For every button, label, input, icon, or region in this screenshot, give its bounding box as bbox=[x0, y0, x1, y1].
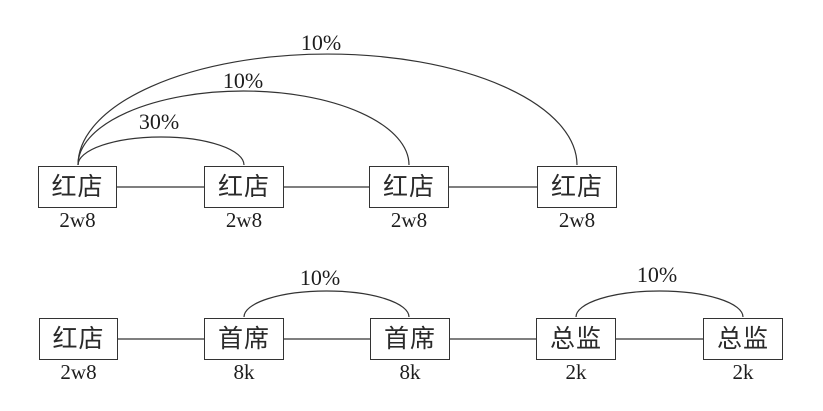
salary-label: 2w8 bbox=[59, 208, 96, 232]
salary-label: 2w8 bbox=[390, 208, 428, 232]
node-box-hongdian: 红店 bbox=[39, 318, 118, 360]
arc-percentage-label: 10% bbox=[299, 265, 341, 290]
salary-label: 8k bbox=[233, 360, 255, 384]
commission-arc-10pct bbox=[77, 90, 410, 166]
node-box-shouxi: 首席 bbox=[370, 318, 450, 360]
salary-label: 2w8 bbox=[60, 360, 97, 384]
commission-arc-10pct bbox=[243, 290, 410, 318]
node-box-hongdian: 红店 bbox=[537, 166, 617, 208]
salary-label: 2w8 bbox=[558, 208, 596, 232]
node-box-hongdian: 红店 bbox=[369, 166, 449, 208]
node-box-zongjian: 总监 bbox=[703, 318, 783, 360]
commission-arc-10pct bbox=[575, 290, 744, 318]
node-box-zongjian: 总监 bbox=[536, 318, 616, 360]
salary-label: 2k bbox=[565, 360, 587, 384]
salary-label: 8k bbox=[399, 360, 421, 384]
salary-label: 2k bbox=[732, 360, 754, 384]
arc-percentage-label: 10% bbox=[300, 30, 342, 55]
commission-arc-30pct bbox=[77, 136, 245, 166]
arc-percentage-label: 10% bbox=[222, 68, 264, 93]
node-box-shouxi: 首席 bbox=[204, 318, 284, 360]
arc-percentage-label: 10% bbox=[636, 262, 678, 287]
commission-arc-10pct bbox=[77, 53, 578, 166]
node-box-hongdian: 红店 bbox=[204, 166, 284, 208]
arc-percentage-label: 30% bbox=[138, 109, 180, 134]
salary-label: 2w8 bbox=[225, 208, 263, 232]
node-box-hongdian: 红店 bbox=[38, 166, 117, 208]
